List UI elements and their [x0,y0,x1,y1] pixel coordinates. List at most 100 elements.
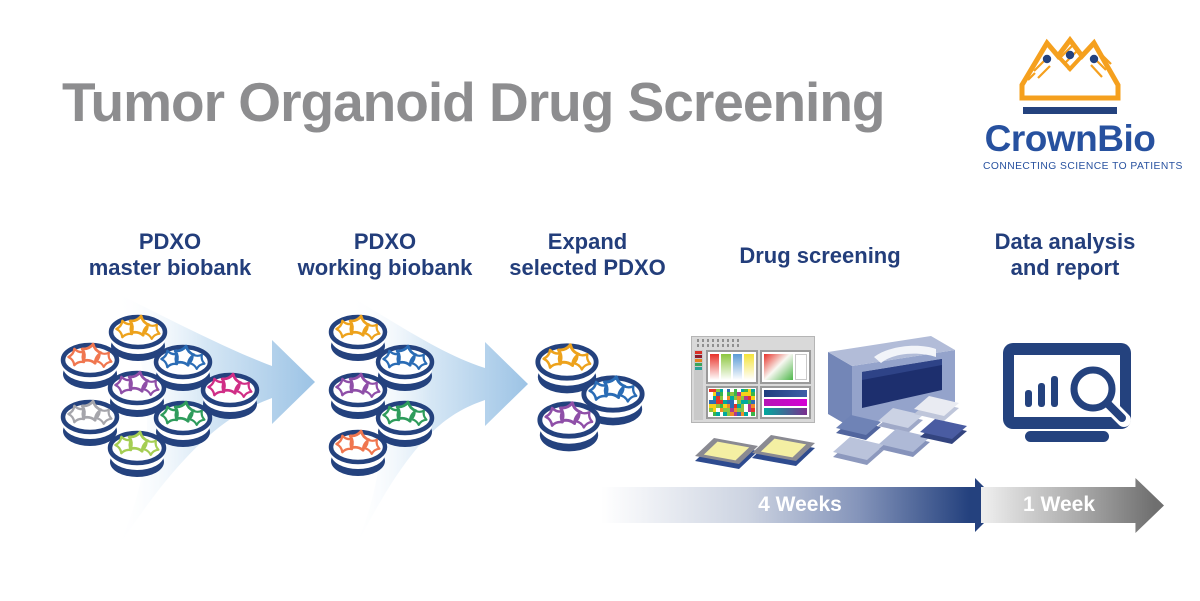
heatmap-cell [751,400,755,405]
heatmap-cell [751,404,755,409]
heatmap-cell [716,412,720,416]
window-content [706,350,811,419]
heatmap-cell [747,412,751,416]
heatmap-cell [712,396,716,401]
window-toolbar-dots [697,344,741,347]
heatmap-cell [726,388,730,393]
organoid-icon [618,384,638,403]
heatmap-cell [723,392,727,397]
heatmap-cell [709,392,713,397]
petri-dish [60,399,120,446]
microplate [833,437,884,465]
logo-tagline: CONNECTING SCIENCE TO PATIENTS [983,161,1183,172]
stage-label-expand-pdxo: Expand selected PDXO [509,229,666,280]
heatmap-cell [719,408,723,413]
heatmap-cell [716,404,720,409]
heatmap-cell [730,392,734,397]
petri-dish [328,429,388,476]
sidebar-stripe [695,359,702,362]
gradient-bar [721,354,731,380]
organoid-icon [363,438,381,456]
heatmap-cell [712,388,716,393]
heatmap-cell [747,404,751,409]
dish-group-expand-selected-pdxo [535,343,645,452]
sidebar-stripe [695,367,702,370]
sidebar-stripe [695,355,702,358]
heatmap-cell [726,408,730,413]
heatmap-cell [723,404,727,409]
heatmap-cell [751,388,755,393]
magnifier-icon [1066,362,1131,427]
heatmap-cell [733,388,737,393]
heatmap-cell [751,412,755,416]
heatmap-cell [719,392,723,397]
heatmap-cell [740,392,744,397]
petri-dish [328,314,388,361]
petri-dish [328,372,388,419]
microplate [836,415,881,440]
window-toolbar-dots [697,339,741,342]
organoid-icon [142,379,160,397]
heatmap-cell [737,396,741,401]
heatmap-cell [744,392,748,397]
stage-label-master-biobank: PDXO master biobank [88,229,252,280]
heatmap-cell [740,404,744,409]
bar-chart-icon [1025,376,1058,407]
heatmap-cell [723,408,727,413]
heatmap-cell [719,412,723,416]
heatmap-cell [744,388,748,393]
gradient-bar [744,354,754,380]
heatmap-cell [733,392,737,397]
sidebar-stripe [695,363,702,366]
heatmap-cell [730,412,734,416]
heatmap-cell [712,412,716,416]
gradient-bar [710,354,720,380]
heatmap-cell [719,400,723,405]
petri-dish [581,375,645,426]
heatmap-cell [709,412,713,416]
heatmap-cell [747,408,751,413]
petri-dish [535,343,599,394]
heatmap-cell [747,388,751,393]
window-sidebar [694,350,703,420]
heatmap-cell [751,392,755,397]
crown-icon [1019,35,1121,114]
petri-dish [108,314,168,361]
heatmap-cell [712,404,716,409]
dish-group-pdxo-master-biobank [60,314,260,477]
organoid-icon [143,323,161,341]
heatmap-cell [751,396,755,401]
heatmap-cell [744,408,748,413]
heatmap-cell [744,404,748,409]
organoid-icon [363,381,381,399]
heatmap-cell [709,404,713,409]
heatmap-cell [737,388,741,393]
petri-dish [60,342,120,389]
assay-plate [752,435,815,466]
organoid-icon [410,409,428,427]
organoid-icon [95,408,113,426]
gradient-bars-panel [706,350,758,384]
heatmap-cell [712,408,716,413]
heatmap-cell [733,408,737,413]
heatmap-cell [733,412,737,416]
screening-software-window [691,336,815,423]
heatmap-cell [737,400,741,405]
petri-dish [375,344,435,391]
monitor-stand [1025,431,1109,442]
petri-dish [153,400,213,447]
heatmap-cell [737,392,741,397]
heatmap-cell [716,400,720,405]
monitor-chart-icon [1003,343,1131,442]
heatmap-cell [709,400,713,405]
heatmap-cell [744,400,748,405]
organoid-icon [235,381,253,399]
sidebar-stripe [695,351,702,354]
heatmap-cell [723,400,727,405]
heatmap-cell [726,396,730,401]
heatmap-cell [730,396,734,401]
logo-wordmark: CrownBio [984,118,1156,159]
heatmap-cell [730,400,734,405]
gradient-bar [732,354,743,380]
